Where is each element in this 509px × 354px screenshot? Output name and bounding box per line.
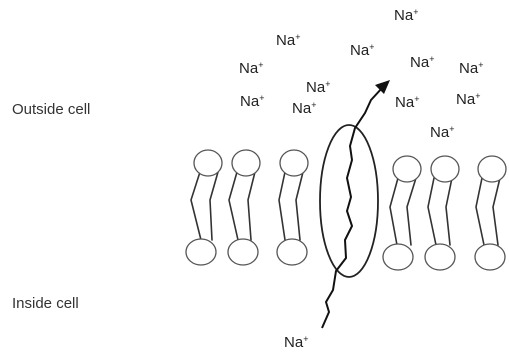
sodium-ion: Na+ [459, 60, 483, 77]
sodium-ion: Na+ [395, 94, 419, 111]
sodium-ion: Na+ [430, 124, 454, 141]
sodium-ion: Na+ [306, 79, 330, 96]
sodium-ion: Na+ [350, 42, 374, 59]
sodium-ion-inside: Na+ [284, 334, 308, 351]
sodium-ion: Na+ [240, 93, 264, 110]
sodium-ion: Na+ [276, 32, 300, 49]
inside-cell-label: Inside cell [12, 295, 79, 312]
sodium-ion: Na+ [394, 7, 418, 24]
sodium-ion: Na+ [456, 91, 480, 108]
lipid-tails [191, 172, 500, 245]
outside-cell-label: Outside cell [12, 101, 90, 118]
sodium-ion: Na+ [410, 54, 434, 71]
ion-transport-arrow [322, 88, 382, 328]
sodium-ion: Na+ [239, 60, 263, 77]
sodium-ion: Na+ [292, 100, 316, 117]
